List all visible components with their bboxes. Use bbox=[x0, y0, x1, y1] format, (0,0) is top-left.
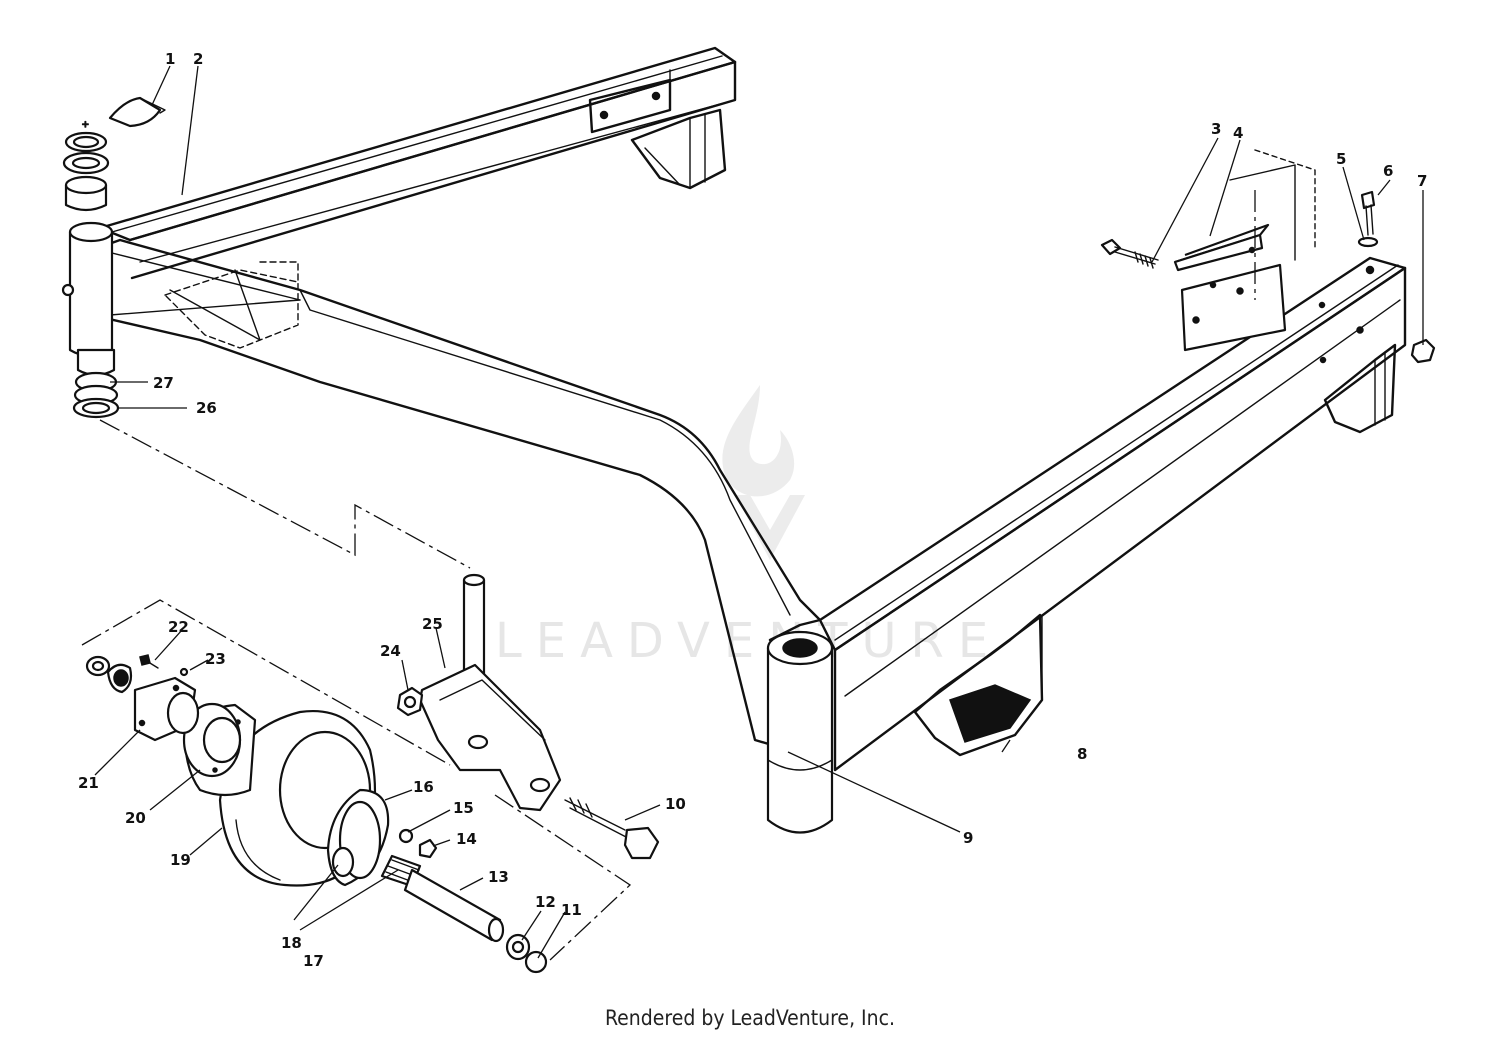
callout-5: 5 bbox=[1336, 150, 1346, 168]
callout-10: 10 bbox=[665, 795, 686, 813]
callout-24: 24 bbox=[380, 642, 401, 660]
spindle-hardware-bottom bbox=[72, 348, 120, 419]
callout-3: 3 bbox=[1211, 120, 1221, 138]
svg-text:+: + bbox=[82, 117, 89, 131]
front-pivot-tube bbox=[61, 221, 114, 358]
callout-25: 25 bbox=[422, 615, 443, 633]
callout-14: 14 bbox=[456, 830, 477, 848]
caster-assembly bbox=[85, 573, 660, 974]
callout-12: 12 bbox=[535, 893, 556, 911]
callout-16: 16 bbox=[413, 778, 434, 796]
callout-8: 8 bbox=[1077, 745, 1087, 763]
callout-18: 18 bbox=[281, 934, 302, 952]
callout-17: 17 bbox=[303, 952, 324, 970]
callout-9: 9 bbox=[963, 829, 973, 847]
watermark-text: LEADVENTURE bbox=[495, 613, 1002, 669]
leader-lines bbox=[94, 65, 1424, 959]
callout-6: 6 bbox=[1383, 162, 1393, 180]
callout-22: 22 bbox=[168, 618, 189, 636]
callout-19: 19 bbox=[170, 851, 191, 869]
callout-13: 13 bbox=[488, 868, 509, 886]
assembly-centerlines bbox=[81, 190, 1256, 961]
callout-20: 20 bbox=[125, 809, 146, 827]
callout-23: 23 bbox=[205, 650, 226, 668]
callout-11: 11 bbox=[561, 901, 582, 919]
callout-4: 4 bbox=[1233, 124, 1243, 142]
callout-1: 1 bbox=[165, 50, 175, 68]
seat-bracket-group bbox=[1100, 149, 1436, 364]
main-frame bbox=[61, 46, 1407, 834]
callout-7: 7 bbox=[1417, 172, 1427, 190]
callout-26: 26 bbox=[196, 399, 217, 417]
pivot-tube bbox=[766, 630, 834, 834]
rendered-by-footer: Rendered by LeadVenture, Inc. bbox=[605, 1006, 895, 1030]
callout-15: 15 bbox=[453, 799, 474, 817]
callout-27: 27 bbox=[153, 374, 174, 392]
callout-labels: 1 2 3 4 5 6 7 8 9 10 11 12 13 14 15 16 1… bbox=[78, 50, 1427, 970]
spindle-hardware-top: + bbox=[62, 96, 166, 212]
callout-21: 21 bbox=[78, 774, 99, 792]
leadventure-watermark: LEADVENTURE bbox=[495, 385, 1002, 669]
callout-2: 2 bbox=[193, 50, 203, 68]
pedal-bracket bbox=[913, 613, 1044, 757]
